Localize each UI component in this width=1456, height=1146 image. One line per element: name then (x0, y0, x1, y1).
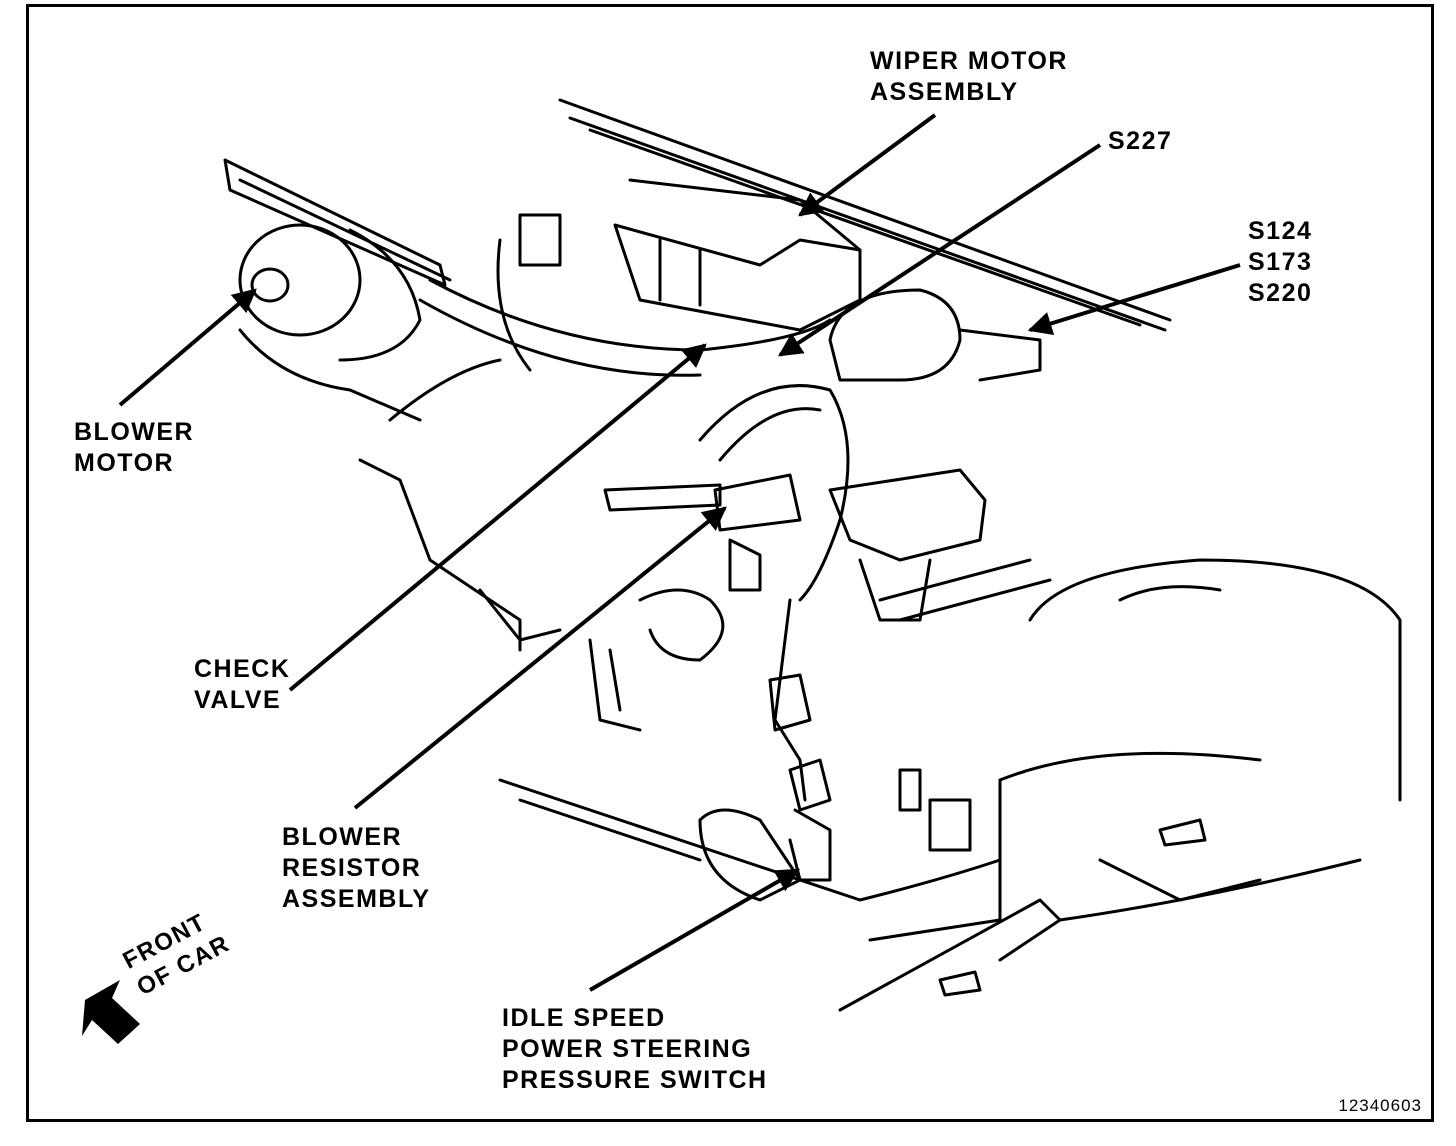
wiper-motor-label-line1: WIPER MOTOR (870, 47, 1068, 75)
splice-s220: S220 (1248, 279, 1313, 307)
s227-label: S227 (1108, 127, 1173, 155)
idle-switch-label-line2: POWER STEERING (502, 1035, 753, 1063)
splice-s173: S173 (1248, 248, 1313, 276)
check-valve-label-line2: VALVE (194, 686, 282, 714)
blower-resistor-label-line3: ASSEMBLY (282, 885, 431, 913)
diagram-number: 12340603 (1338, 1096, 1422, 1115)
blower-motor-leader (118, 288, 257, 407)
idle-switch-label-line1: IDLE SPEED (502, 1004, 666, 1032)
check-valve-label-line1: CHECK (194, 655, 291, 683)
blower-motor-label-line1: BLOWER (74, 418, 195, 446)
blower-motor-label: BLOWER MOTOR (74, 417, 194, 479)
blower-resistor-leader (353, 506, 727, 810)
wiper-motor-label: WIPER MOTOR ASSEMBLY (870, 46, 1068, 108)
diagram-border (26, 4, 1434, 1122)
check-valve-leader (288, 343, 707, 692)
splices-leader (1027, 263, 1241, 336)
blower-motor-label-line2: MOTOR (74, 449, 175, 477)
idle-switch-leader (589, 868, 801, 992)
idle-switch-label: IDLE SPEED POWER STEERING PRESSURE SWITC… (502, 1003, 768, 1096)
check-valve-label: CHECK VALVE (194, 654, 290, 716)
idle-switch-label-line3: PRESSURE SWITCH (502, 1066, 768, 1094)
blower-resistor-label: BLOWER RESISTOR ASSEMBLY (282, 822, 431, 915)
leader-lines (118, 113, 1241, 992)
blower-resistor-label-line1: BLOWER (282, 823, 403, 851)
front-arrow-icon (82, 980, 140, 1044)
s227-leader (777, 143, 1102, 357)
wiper-motor-label-line2: ASSEMBLY (870, 78, 1019, 106)
splice-s124: S124 (1248, 217, 1313, 245)
wiper-motor-leader (798, 113, 937, 217)
splices-label: S124 S173 S220 (1248, 216, 1312, 309)
blower-resistor-label-line2: RESISTOR (282, 854, 422, 882)
